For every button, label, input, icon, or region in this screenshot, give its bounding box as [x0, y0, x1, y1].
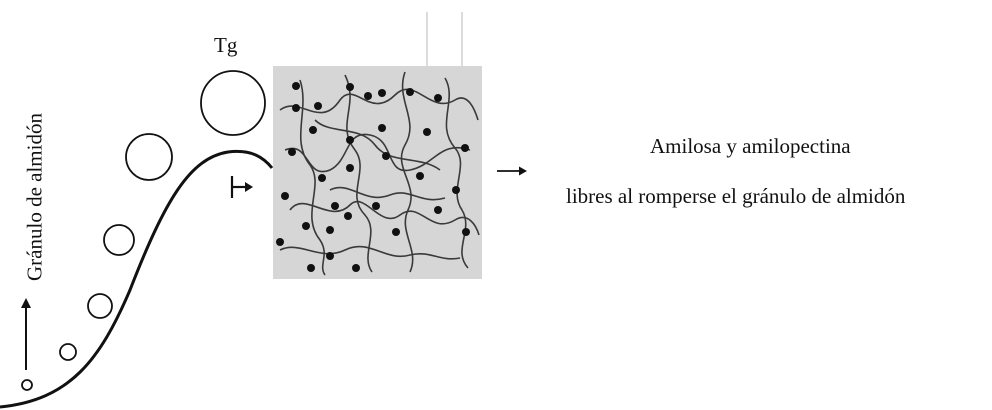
- granule-circle-6: [200, 70, 266, 136]
- polymer-chains: [279, 71, 480, 276]
- granule-circle-4: [103, 224, 135, 256]
- mesh-particles: [276, 82, 470, 272]
- swelling-curve: [0, 149, 274, 409]
- marker-arrow-head: [245, 182, 253, 192]
- granule-circle-5: [125, 133, 173, 181]
- granule-axis-label: Gránulo de almidón: [22, 113, 47, 281]
- starch-mesh-box: [273, 66, 482, 279]
- granule-circle-2: [59, 343, 77, 361]
- description-line-2: libres al romperse el gránulo de almidón: [566, 184, 906, 208]
- granule-circle-1: [21, 379, 33, 391]
- granule-circle-3: [87, 293, 113, 319]
- description-line-1: Amilosa y amilopectina: [650, 134, 851, 158]
- tg-label: Tg: [214, 33, 238, 57]
- axis-arrow-head: [21, 298, 31, 308]
- result-arrow-head: [519, 166, 527, 176]
